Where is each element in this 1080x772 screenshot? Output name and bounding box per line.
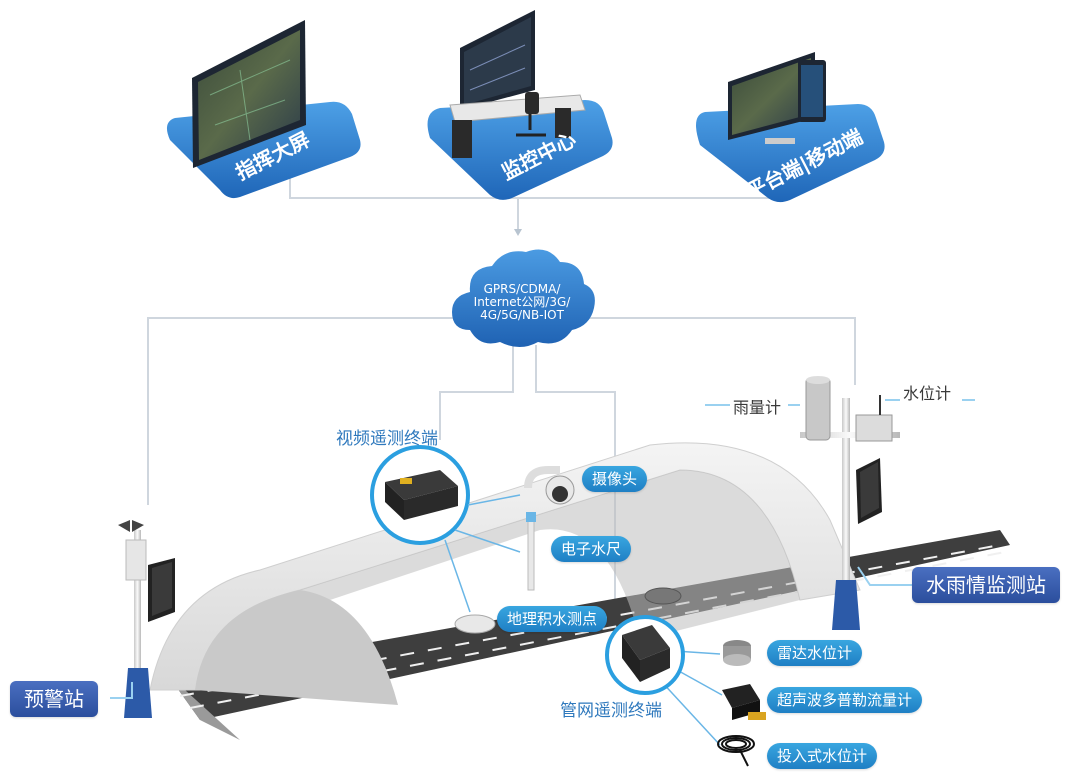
network-line-1: GPRS/CDMA/ [483,282,561,296]
tag-radar-level: 雷达水位计 [767,640,863,666]
manhole-cover [644,587,682,605]
tag-ponding-point: 地理积水测点 [497,606,608,632]
tag-hydro-station: 水雨情监测站 [912,567,1060,603]
label-pipe-terminal: 管网遥测终端 [560,701,662,721]
network-line-2: Internet公网/3G/ [473,295,571,309]
label-water-level: 水位计 [903,384,952,403]
tile-monitor-center [427,10,613,200]
pipe-terminal-device [605,615,685,695]
network-line-3: 4G/5G/NB-IOT [480,308,564,322]
tag-camera: 摄像头 [582,466,648,492]
tag-submersible-level: 投入式水位计 [767,743,878,769]
network-cloud [452,249,595,347]
label-video-terminal: 视频遥测终端 [336,429,438,449]
hydro-station-pole [800,376,900,630]
label-rain-gauge: 雨量计 [733,398,782,417]
radar-level-icon [723,640,751,666]
tile-command-screen [166,20,361,199]
water-gauge-icon [526,512,536,591]
tag-water-gauge: 电子水尺 [551,536,632,562]
warning-station-pole [118,520,175,718]
submersible-sensor-icon [717,735,755,767]
ultrasonic-sensor-icon [722,684,766,720]
network-label: GPRS/CDMA/ Internet公网/3G/ 4G/5G/NB-IOT [452,283,592,322]
video-terminal-device [370,445,470,545]
ponding-sensor [454,614,496,634]
tunnel [149,442,861,705]
tag-warning-station: 预警站 [10,681,98,717]
arrow-down-icon [514,229,522,236]
camera-icon [524,466,575,505]
tile-platform-mobile [696,52,885,203]
tag-ultrasonic-doppler: 超声波多普勒流量计 [767,687,923,713]
